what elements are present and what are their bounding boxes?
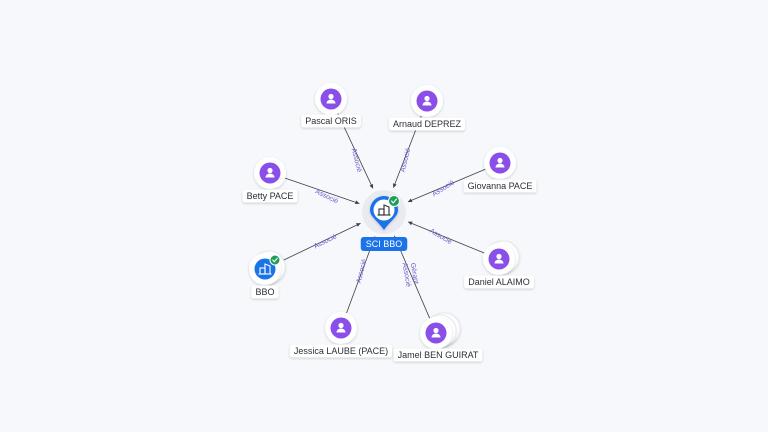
person-icon bbox=[431, 327, 441, 338]
edge-daniel-alaimo bbox=[407, 221, 485, 254]
person-icon bbox=[326, 93, 336, 104]
node-label: Pascal ORIS bbox=[301, 114, 361, 128]
edge-arrow-giovanna-pace bbox=[407, 198, 413, 203]
node-jamel-ben-guirat[interactable]: Jamel BEN GUIRAT bbox=[393, 312, 483, 362]
building-icon bbox=[377, 204, 391, 216]
edge-arrow-daniel-alaimo bbox=[408, 221, 413, 226]
node-label-text: BBO bbox=[255, 287, 274, 297]
node-label-pill bbox=[251, 285, 279, 299]
node-pascal-oris[interactable]: Pascal ORIS bbox=[301, 83, 361, 128]
node-label: BBO bbox=[251, 285, 279, 299]
node-label: Arnaud DEPREZ bbox=[388, 117, 466, 131]
node-betty-pace[interactable]: Betty PACE bbox=[242, 157, 298, 203]
relation-label: Associé bbox=[350, 148, 363, 174]
edge-arrow-pascal-oris bbox=[369, 183, 374, 189]
node-label-text: Betty PACE bbox=[247, 191, 294, 201]
relation-labels-betty-pace: Associé bbox=[314, 188, 339, 205]
relation-label: Associé bbox=[356, 258, 369, 284]
edge-arrow-betty-pace bbox=[354, 200, 360, 205]
node-label-text: Jamel BEN GUIRAT bbox=[398, 350, 479, 360]
edge-arrow-bbo bbox=[356, 223, 361, 227]
node-label-pill bbox=[242, 189, 298, 203]
edge-arrow-arnaud-deprez bbox=[392, 183, 397, 188]
relation-label: Associé bbox=[400, 147, 413, 173]
node-label-pill bbox=[464, 275, 534, 289]
building-icon bbox=[258, 263, 272, 275]
node-label-pill bbox=[289, 344, 393, 358]
relation-labels-jessica-laube-pace: Associé bbox=[356, 258, 369, 284]
edge-bbo bbox=[279, 222, 361, 263]
verified-check-icon bbox=[388, 195, 400, 207]
center-node[interactable]: SCI BBO bbox=[360, 190, 408, 251]
verified-check-icon bbox=[269, 254, 281, 266]
center-label: SCI BBO bbox=[360, 237, 408, 251]
node-label-pill bbox=[463, 179, 537, 193]
node-arnaud-deprez[interactable]: Arnaud DEPREZ bbox=[388, 85, 466, 131]
node-label-text: Arnaud DEPREZ bbox=[393, 119, 462, 129]
relation-labels-pascal-oris: Associé bbox=[350, 148, 363, 174]
node-label: Daniel ALAIMO bbox=[464, 275, 534, 289]
relation-labels-giovanna-pace: Associé bbox=[431, 179, 456, 198]
person-icon bbox=[495, 157, 505, 168]
node-label: Jamel BEN GUIRAT bbox=[393, 348, 483, 362]
person-icon bbox=[336, 322, 346, 333]
relation-labels-bbo: Associé bbox=[313, 233, 338, 250]
relation-labels-daniel-alaimo: Associé bbox=[428, 228, 453, 246]
node-label: Jessica LAUBE (PACE) bbox=[289, 344, 393, 358]
nodes-layer: Pascal ORIS Arnaud DEPREZ Betty PACE Giovan… bbox=[242, 83, 537, 362]
person-icon bbox=[265, 167, 275, 178]
relation-label: Associé bbox=[313, 233, 338, 250]
node-jessica-laube-pace[interactable]: Jessica LAUBE (PACE) bbox=[289, 312, 393, 358]
node-label-text: Daniel ALAIMO bbox=[468, 277, 530, 287]
node-daniel-alaimo[interactable]: Daniel ALAIMO bbox=[464, 240, 534, 289]
relation-label: Associé bbox=[431, 179, 456, 198]
node-giovanna-pace[interactable]: Giovanna PACE bbox=[463, 147, 537, 193]
person-icon bbox=[422, 95, 432, 106]
node-bbo[interactable]: BBO bbox=[249, 250, 286, 299]
relation-label: Associé bbox=[428, 228, 453, 246]
edge-betty-pace bbox=[285, 177, 360, 204]
relation-label: Associé bbox=[401, 262, 412, 287]
relation-label: Associé bbox=[314, 188, 339, 205]
center-label-text: SCI BBO bbox=[366, 239, 403, 249]
node-label-pill bbox=[301, 114, 361, 128]
node-label-text: Giovanna PACE bbox=[468, 181, 533, 191]
node-label-text: Pascal ORIS bbox=[305, 116, 357, 126]
center-label-pill bbox=[360, 237, 408, 251]
node-label-pill bbox=[388, 117, 466, 131]
relation-labels-arnaud-deprez: Associé bbox=[400, 147, 413, 173]
node-label: Giovanna PACE bbox=[463, 179, 537, 193]
person-icon bbox=[494, 253, 504, 264]
edge-giovanna-pace bbox=[407, 168, 486, 203]
relation-label: Gérant bbox=[409, 262, 420, 284]
node-label-pill bbox=[393, 348, 483, 362]
node-label: Betty PACE bbox=[242, 189, 298, 203]
node-label-text: Jessica LAUBE (PACE) bbox=[294, 346, 388, 356]
